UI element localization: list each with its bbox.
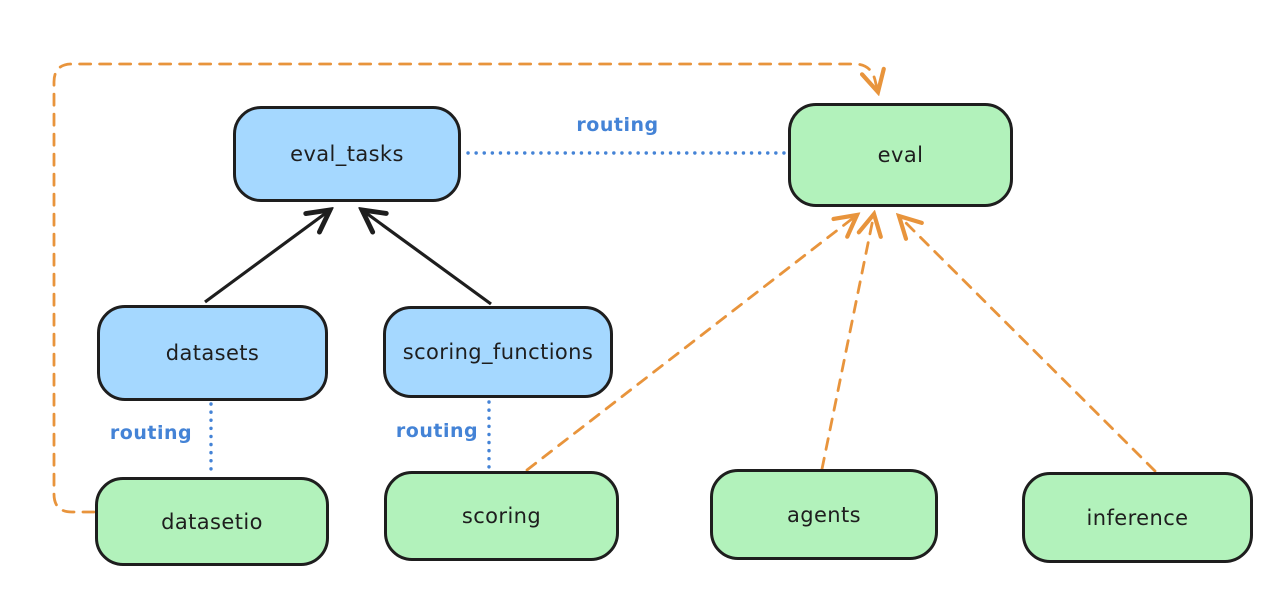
node-datasets: datasets [97,305,328,401]
edge-datasets-to-eval-tasks [204,210,330,304]
node-datasetio: datasetio [95,477,329,566]
edge-datasetio-to-eval [52,62,878,514]
node-agents: agents [710,469,938,560]
node-inference: inference [1022,472,1253,563]
node-datasets-label: datasets [165,341,260,365]
node-inference-label: inference [1086,505,1189,530]
edge-scoring-functions-to-eval-tasks [362,210,492,306]
node-eval-tasks: eval_tasks [233,106,461,202]
node-scoring-label: scoring [461,504,542,528]
node-eval-tasks-label: eval_tasks [290,142,404,166]
node-eval: eval [788,103,1013,207]
edge-agents-to-eval [820,214,874,471]
edge-label-routing-datasets-datasetio: routing [109,422,193,444]
node-eval-label: eval [877,143,924,167]
node-scoring-functions: scoring_functions [383,306,613,398]
edge-label-routing-scoring-functions-scoring: routing [395,420,479,442]
node-scoring-functions-label: scoring_functions [402,340,594,364]
edge-inference-to-eval [899,216,1157,473]
node-datasetio-label: datasetio [161,509,263,534]
node-scoring: scoring [384,471,619,561]
node-agents-label: agents [786,502,861,527]
edge-label-routing-eval-tasks-eval: routing [576,114,659,136]
